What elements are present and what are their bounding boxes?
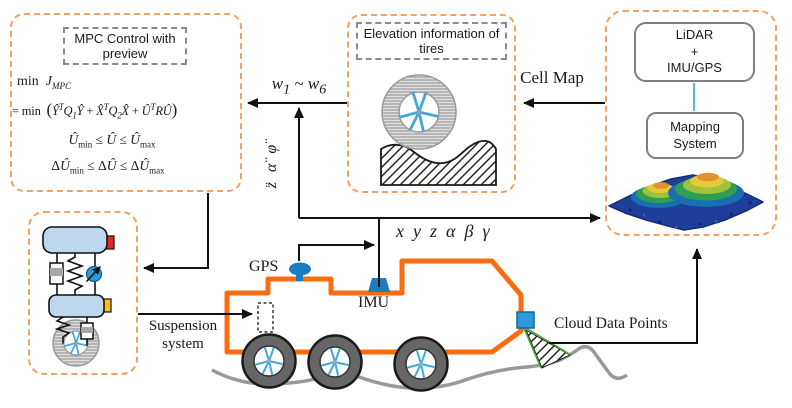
mpc-eq-du-constraint: ΔÛmin ≤ ΔÛ ≤ ΔÛmax bbox=[51, 158, 165, 176]
gps-label: GPS bbox=[249, 258, 279, 275]
mpc-eq-u-constraint: Ûmin ≤ Û ≤ Ûmax bbox=[68, 132, 156, 150]
wheel-icon bbox=[393, 336, 449, 392]
cell-map-label: Cell Map bbox=[520, 68, 584, 87]
scan-cone-icon bbox=[523, 327, 572, 369]
w-range-label: w1 ~ w6 bbox=[271, 74, 327, 98]
mpc-eq-objective: = min (ŶTQ1Ŷ + X̂TQ2X̂ + ÛTRÛ) bbox=[12, 100, 178, 121]
mpc-eq-cost: min JMPC bbox=[17, 74, 71, 91]
imu-label: IMU bbox=[358, 294, 390, 311]
suspension-box bbox=[28, 211, 138, 375]
mpc-title: MPC Control with preview bbox=[74, 31, 176, 61]
elevation-title-box: Elevation information of tires bbox=[356, 22, 507, 60]
suspension-model-icon bbox=[42, 226, 115, 367]
elevation-box bbox=[347, 14, 516, 193]
heightmap-right-peak bbox=[668, 172, 744, 207]
gps-antenna-icon bbox=[289, 262, 311, 281]
sprung-mass-icon bbox=[42, 226, 108, 254]
wheel-icon bbox=[241, 333, 297, 389]
lidar-box: LiDAR+IMU/GPS bbox=[634, 22, 755, 82]
arrow-mpc-to-suspension bbox=[143, 193, 209, 273]
lidar-box-label: LiDAR+IMU/GPS bbox=[667, 26, 722, 76]
mpc-box bbox=[10, 13, 242, 192]
pose-label: x y z α β γ bbox=[396, 221, 490, 241]
tire-icon bbox=[381, 74, 457, 150]
arrow-gps-to-imu-line bbox=[298, 240, 375, 261]
elevation-title: Elevation information of tires bbox=[363, 26, 500, 56]
unsprung-mass-icon bbox=[48, 294, 105, 318]
suspension-mount-dashed-rect bbox=[257, 302, 274, 333]
vehicle-outline bbox=[224, 258, 524, 355]
mpc-title-box: MPC Control with preview bbox=[63, 27, 187, 65]
arrow-cloud-to-mapping-box bbox=[549, 248, 702, 344]
suspension-tire-icon bbox=[52, 319, 100, 367]
heightmap-icon bbox=[608, 172, 764, 231]
accelerations-label: z̈ α̈ φ̈ bbox=[263, 141, 280, 189]
cloud-data-points-label: Cloud Data Points bbox=[554, 315, 668, 332]
wheel-icon bbox=[307, 334, 363, 390]
lidar-sensor-icon bbox=[516, 311, 535, 329]
mapping-system-box bbox=[605, 10, 777, 236]
